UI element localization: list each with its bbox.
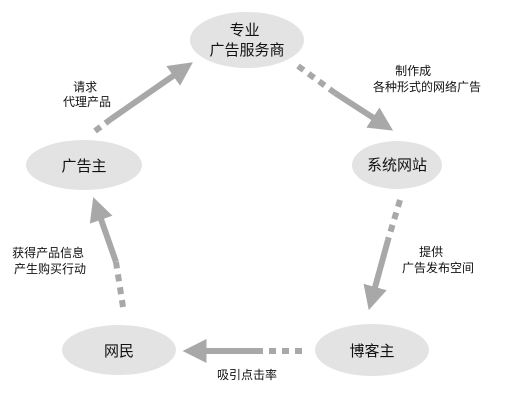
- arrow-advertiser-to-provider-dash: [93, 116, 113, 134]
- edge-label-produce-ads-line-1: 制作成: [395, 64, 431, 78]
- node-advertiser-label: 广告主: [61, 157, 106, 175]
- arrow-website-to-blogger-shaft: [363, 239, 391, 311]
- node-service-provider: 专业 广告服务商: [190, 12, 304, 68]
- edge-label-product-info-line-2: 产生购买行动: [14, 261, 86, 276]
- arrow-netizen-to-advertiser-shaft: [89, 197, 119, 263]
- node-website-label: 系统网站: [367, 156, 427, 174]
- arrow-provider-to-website-dash: [296, 63, 337, 96]
- arrow-advertiser-to-provider: [93, 62, 193, 134]
- node-service-provider-label-line-2: 广告服务商: [209, 41, 284, 59]
- node-service-provider-shape: [190, 12, 304, 68]
- edge-label-provide-space-line-2: 广告发布空间: [402, 260, 474, 275]
- node-website-shape: [352, 141, 442, 189]
- arrow-netizen-to-advertiser: [89, 197, 126, 308]
- edge-label-request-line-1: 请求: [73, 80, 97, 94]
- node-advertiser: 广告主: [26, 140, 142, 190]
- node-service-provider-label-line-1: 专业: [230, 21, 260, 39]
- edge-label-request-line-2: 代理产品: [63, 95, 111, 109]
- node-netizen-shape: [62, 325, 176, 375]
- edge-label-produce-ads: 制作成 各种形式的网络广告: [373, 64, 481, 94]
- node-netizen: 网民: [62, 325, 176, 375]
- node-blogger-label: 博客主: [349, 342, 394, 360]
- arrow-netizen-to-advertiser-dash: [113, 261, 126, 308]
- node-advertiser-shape: [26, 140, 142, 190]
- arrow-provider-to-website-shaft: [333, 90, 394, 131]
- arrow-website-to-blogger-dash: [385, 199, 403, 241]
- edge-label-provide-space-line-1: 提供: [419, 244, 443, 259]
- node-blogger: 博客主: [315, 324, 429, 376]
- node-blogger-shape: [315, 324, 429, 376]
- arrow-provider-to-website: [296, 63, 394, 131]
- edge-label-product-info: 获得产品信息 产生购买行动: [12, 245, 88, 276]
- arrow-website-to-blogger: [363, 199, 403, 311]
- node-website: 系统网站: [352, 141, 442, 189]
- edge-label-produce-ads-line-2: 各种形式的网络广告: [373, 79, 481, 94]
- edge-label-product-info-line-1: 获得产品信息: [12, 245, 84, 260]
- node-netizen-label: 网民: [104, 342, 134, 360]
- edge-label-request: 请求 代理产品: [63, 80, 111, 109]
- node-service-provider-label: 专业 广告服务商: [209, 21, 284, 59]
- edge-label-click-rate: 吸引点击率: [217, 367, 277, 382]
- edge-label-provide-space: 提供 广告发布空间: [402, 244, 474, 275]
- arrow-advertiser-to-provider-shaft: [109, 62, 193, 122]
